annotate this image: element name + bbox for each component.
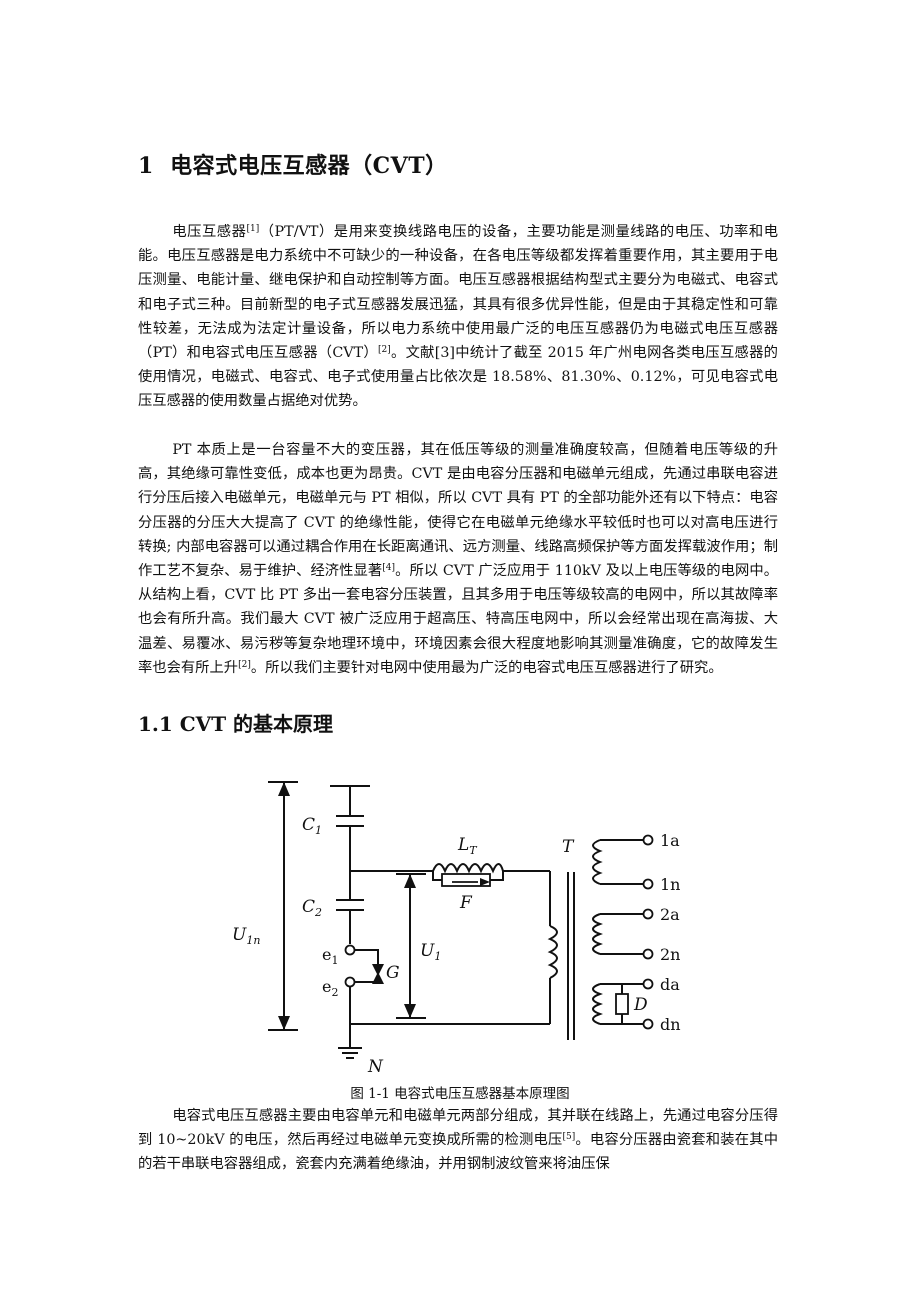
citation-ref: [1] [246, 224, 260, 234]
label-e2: e2 [322, 977, 338, 999]
paragraph-text: PT 本质上是一台容量不大的变压器，其在低压等级的测量准确度较高，但随着电压等级… [138, 442, 778, 580]
paragraph-cvt-structure: 电容式电压互感器主要由电容单元和电磁单元两部分组成，其并联在线路上，先通过电容分… [138, 1104, 778, 1177]
citation-ref: [2] [378, 345, 391, 356]
terminal-2n: 2n [660, 945, 680, 964]
terminal-2a: 2a [660, 905, 680, 924]
label-u1n: U1n [232, 925, 260, 947]
subsection-heading: 1.1 CVT 的基本原理 [138, 712, 334, 736]
paragraph-intro: 电压互感器[1]（PT/VT）是用来变换线路电压的设备，主要功能是测量线路的电压… [138, 220, 778, 414]
paragraph-text: 。所以 CVT 广泛应用于 110kV 及以上电压等级的电网中。从结构上看，CV… [138, 563, 778, 676]
terminal-1a: 1a [660, 831, 680, 850]
terminal-da: da [660, 975, 680, 994]
label-t: T [562, 837, 575, 857]
label-n: N [367, 1057, 384, 1077]
section-number: 1 [138, 153, 154, 179]
label-f: F [459, 893, 473, 913]
label-g: G [386, 963, 400, 983]
figure-caption: 图 1-1 电容式电压互感器基本原理图 [350, 1086, 570, 1102]
paragraph-text: 。电容分压器由瓷套和装在其中的若干串联电容器组成，瓷套内充满着绝缘油，并用钢制波… [138, 1132, 778, 1173]
terminal-1n: 1n [660, 875, 680, 894]
paragraph-text: 。所以我们主要针对电网中使用最为广泛的电容式电压互感器进行了研究。 [250, 659, 723, 676]
citation-ref: [2] [238, 659, 251, 670]
circuit-wires [268, 781, 644, 1059]
label-u1: U1 [420, 941, 441, 963]
label-lt: LT [457, 835, 478, 857]
label-c1: C1 [302, 815, 322, 837]
citation-ref: [5] [562, 1132, 576, 1143]
paragraph-text: 电压互感器 [172, 224, 247, 240]
paragraph-pt-vs-cvt: PT 本质上是一台容量不大的变压器，其在低压等级的测量准确度较高，但随着电压等级… [138, 438, 778, 680]
label-e1: e1 [322, 945, 338, 967]
paragraph-text: （PT/VT）是用来变换线路电压的设备，主要功能是测量线路的电压、功率和电能。电… [138, 224, 778, 362]
diagram-labels: C1 C2 U1n U1 LT F G T D N e1 e2 1a 1n 2a… [232, 815, 681, 1077]
paragraph-text: 电容式电压互感器主要由电容单元和电磁单元两部分组成，其并联在线路上，先通过电容分… [138, 1108, 778, 1149]
inductor-coils [432, 839, 603, 1025]
arrowheads [278, 782, 490, 1030]
cvt-circuit-diagram: C1 C2 U1n U1 LT F G T D N e1 e2 1a 1n 2a… [232, 781, 681, 1077]
label-d: D [633, 995, 648, 1015]
paragraph-text: 。文献[3]中统计了截至 2015 年广州电网各类电压互感器的使用情况，电磁式、… [138, 345, 778, 410]
section-title: 电容式电压互感器（CVT） [170, 153, 448, 179]
citation-ref: [4] [382, 563, 396, 574]
label-c2: C2 [302, 897, 322, 919]
circuit-components [344, 834, 654, 1030]
section-heading: 1 电容式电压互感器（CVT） [138, 148, 448, 180]
terminal-dn: dn [660, 1015, 681, 1034]
